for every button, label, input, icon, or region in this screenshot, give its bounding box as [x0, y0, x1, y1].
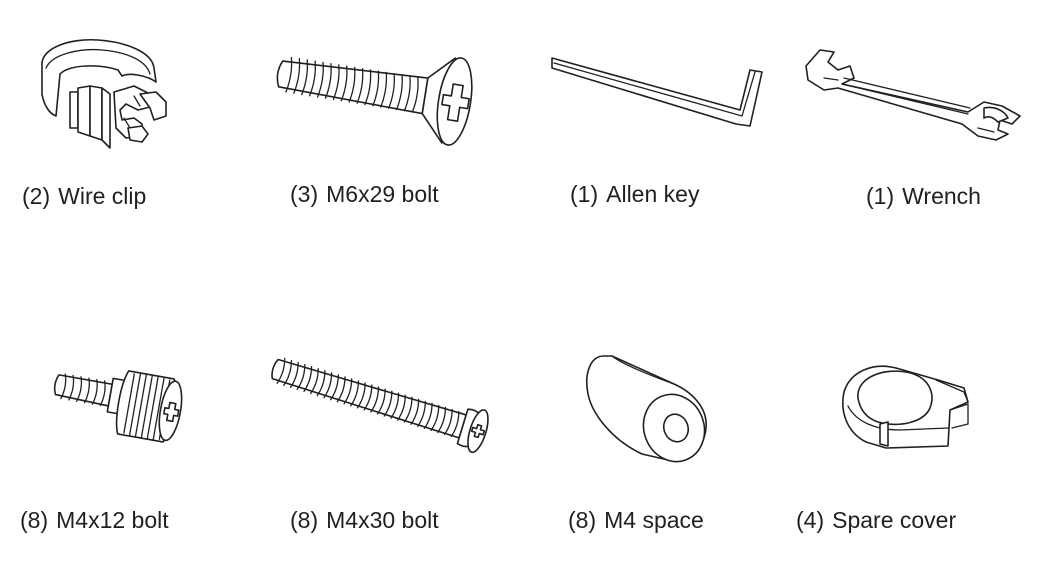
- spare-cover-icon: [836, 362, 976, 462]
- part-quantity: (8): [568, 507, 597, 533]
- pan-head-bolt-icon: [266, 352, 504, 472]
- part-name: Allen key: [606, 181, 700, 207]
- part-name: M4x30 bolt: [326, 507, 439, 533]
- part-label-wire-clip: (2) Wire clip: [22, 182, 146, 210]
- wire-clip-icon: [30, 36, 175, 152]
- part-quantity: (1): [866, 183, 895, 209]
- part-quantity: (8): [290, 507, 319, 533]
- part-quantity: (4): [796, 507, 825, 533]
- part-quantity: (3): [290, 181, 319, 207]
- part-name: M4x12 bolt: [56, 507, 169, 533]
- part-quantity: (2): [22, 183, 51, 209]
- open-end-wrench-icon: [798, 44, 1028, 144]
- part-name: M6x29 bolt: [326, 181, 439, 207]
- part-label-m4x12-bolt: (8) M4x12 bolt: [20, 506, 169, 534]
- part-name: Spare cover: [832, 507, 957, 533]
- part-label-m4-space: (8) M4 space: [568, 506, 704, 534]
- allen-key-icon: [548, 54, 770, 134]
- spacer-icon: [582, 350, 712, 470]
- part-label-m6x29-bolt: (3) M6x29 bolt: [290, 180, 439, 208]
- countersunk-bolt-icon: [276, 36, 498, 154]
- part-quantity: (8): [20, 507, 49, 533]
- part-quantity: (1): [570, 181, 599, 207]
- part-label-m4x30-bolt: (8) M4x30 bolt: [290, 506, 439, 534]
- thumb-screw-icon: [50, 364, 190, 454]
- part-name: Wire clip: [58, 183, 147, 209]
- part-label-allen-key: (1) Allen key: [570, 180, 699, 208]
- part-name: M4 space: [604, 507, 704, 533]
- part-label-spare-cover: (4) Spare cover: [796, 506, 956, 534]
- part-label-wrench: (1) Wrench: [866, 182, 981, 210]
- part-name: Wrench: [902, 183, 981, 209]
